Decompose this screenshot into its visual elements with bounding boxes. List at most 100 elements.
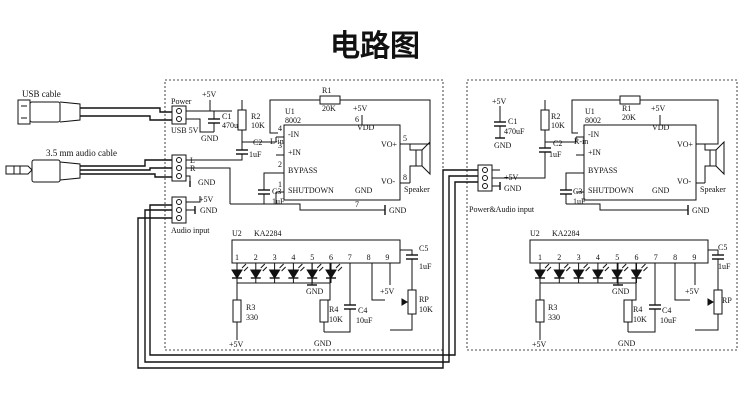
resistor-r1-right: R1 20K: [571, 95, 719, 145]
usb-plug-neck: [59, 101, 81, 123]
resistor-r2-right: R2 10K: [540, 100, 565, 142]
u2-pin-number: 7: [348, 253, 352, 262]
audio-plug-tip: [5, 165, 33, 175]
left-board-outline: [164, 79, 444, 351]
u2-pin-number: 4: [596, 253, 600, 262]
r3-body: [232, 299, 242, 323]
r2-right-label: R2: [551, 112, 560, 121]
u1-right-p5v-label: +5V: [651, 104, 666, 113]
r4-label: R4: [329, 305, 338, 314]
u1-right-amplifier-chip: U1 8002 VDD +5V -IN +IN BYPASS SHUTDOWN …: [576, 104, 705, 201]
c5-right-label: C5: [718, 243, 727, 252]
r3-right-p5v-label: +5V: [532, 340, 547, 349]
svg-text:3: 3: [278, 141, 282, 150]
u1-gnd-label: GND: [355, 186, 373, 195]
u2-gnd-label: GND: [306, 287, 324, 296]
led-diode: [591, 263, 610, 283]
c3-right-label: C3: [573, 187, 582, 196]
r4-right-gnd-label: GND: [618, 339, 636, 348]
usb-cable-label: USB cable: [22, 89, 61, 99]
capacitor-c4: C4 10uF: [324, 263, 373, 333]
u2-pin-number: 8: [673, 253, 677, 262]
r1-right-label: R1: [622, 104, 631, 113]
audio-plug-body: [31, 159, 61, 183]
u2-pin-number: 2: [557, 253, 561, 262]
r3-right-body: [535, 299, 545, 323]
c3-right-value: 1uF: [573, 197, 586, 206]
rp-value: 10K: [419, 305, 433, 314]
r2-right-value: 10K: [551, 121, 565, 130]
r4-right-value: 10K: [633, 315, 647, 324]
r3-value: 330: [246, 313, 258, 322]
audio-input-gnd-label: GND: [200, 206, 218, 215]
u2-pin-number: 3: [577, 253, 581, 262]
r2-label: R2: [251, 112, 260, 121]
c3-label: C3: [272, 187, 281, 196]
c4-right-label: C4: [662, 306, 671, 315]
potentiometer-rp: RP 10K: [390, 289, 433, 331]
in-pos-label: +IN: [288, 148, 301, 157]
c3-value: 1uF: [272, 197, 285, 206]
u2-pin-number: 4: [291, 253, 295, 262]
resistor-r4-right: R4 10K GND: [618, 263, 647, 348]
r4-value: 10K: [329, 315, 343, 324]
u2-right-label: U2: [530, 229, 540, 238]
u1-amplifier-chip: U1 8002 VDD +5V 6 -IN 4 +IN 3 BYPASS 2 S…: [276, 104, 410, 209]
r4-right-label: R4: [633, 305, 642, 314]
vo-neg-label: VO-: [381, 177, 396, 186]
u2-right-p5v-label: +5V: [685, 287, 700, 296]
resistor-r2: R2 10K: [237, 100, 265, 142]
c2-right-label: C2: [553, 139, 562, 148]
shutdown-right-label: SHUTDOWN: [588, 186, 634, 195]
c1-label: C1: [222, 112, 231, 121]
r1-right-body: [619, 95, 641, 105]
p5v-label: +5V: [202, 90, 217, 99]
u2-pin-number: 6: [635, 253, 639, 262]
u1-p5v-label: +5V: [353, 104, 368, 113]
vdd-right-label: VDD: [652, 123, 670, 132]
u2-right-body: [529, 239, 709, 264]
r2-value: 10K: [251, 121, 265, 130]
rp-body: [407, 289, 417, 315]
u2-right-gnd-label: GND: [612, 287, 630, 296]
u1-right-label: U1: [585, 107, 595, 116]
svg-text:7: 7: [355, 200, 359, 209]
c5-label: C5: [419, 244, 428, 253]
led-diode: [231, 263, 249, 283]
svg-text:4: 4: [278, 124, 282, 133]
capacitor-c4-right: C4 10uF: [628, 263, 677, 333]
u2-pin-number: 1: [538, 253, 542, 262]
l-in-label: L-in: [270, 137, 284, 146]
potentiometer-rp-right: RP: [695, 289, 732, 331]
u1-right-value: 8002: [585, 116, 601, 125]
conn-gnd-label: GND: [504, 184, 522, 193]
r2-right-body: [540, 109, 550, 131]
u2-body: [231, 239, 401, 264]
led-diode: [325, 263, 343, 283]
u2-pin-number: 9: [385, 253, 389, 262]
capacitor-c1: C1 470uF: [208, 111, 243, 132]
r1-body: [319, 95, 341, 105]
led-array: [231, 263, 343, 283]
u2-value: KA2284: [254, 229, 282, 238]
usb-cable-plug: USB cable: [17, 89, 172, 125]
led-diode: [572, 263, 590, 283]
r4-body: [319, 299, 329, 323]
vo-pos-right-label: VO+: [677, 140, 694, 149]
c1-right-value: 470uF: [504, 127, 525, 136]
led-diode: [306, 263, 324, 283]
c5-right-value: 1uF: [718, 262, 731, 271]
resistor-r4: R4 10K GND: [314, 263, 343, 348]
r1-right-value: 20K: [622, 113, 636, 122]
u1-body: [283, 124, 401, 201]
capacitor-c2-right: R-in C2 1uF: [492, 137, 588, 179]
shutdown-label: SHUTDOWN: [288, 186, 334, 195]
interboard-bus: [137, 169, 478, 369]
power-audio-connector: Power&Audio input +5V GND: [469, 164, 535, 214]
power-audio-label: Power&Audio input: [469, 205, 535, 214]
u2-pin-number: 2: [254, 253, 258, 262]
c1-p5v-label: +5V: [492, 97, 507, 106]
